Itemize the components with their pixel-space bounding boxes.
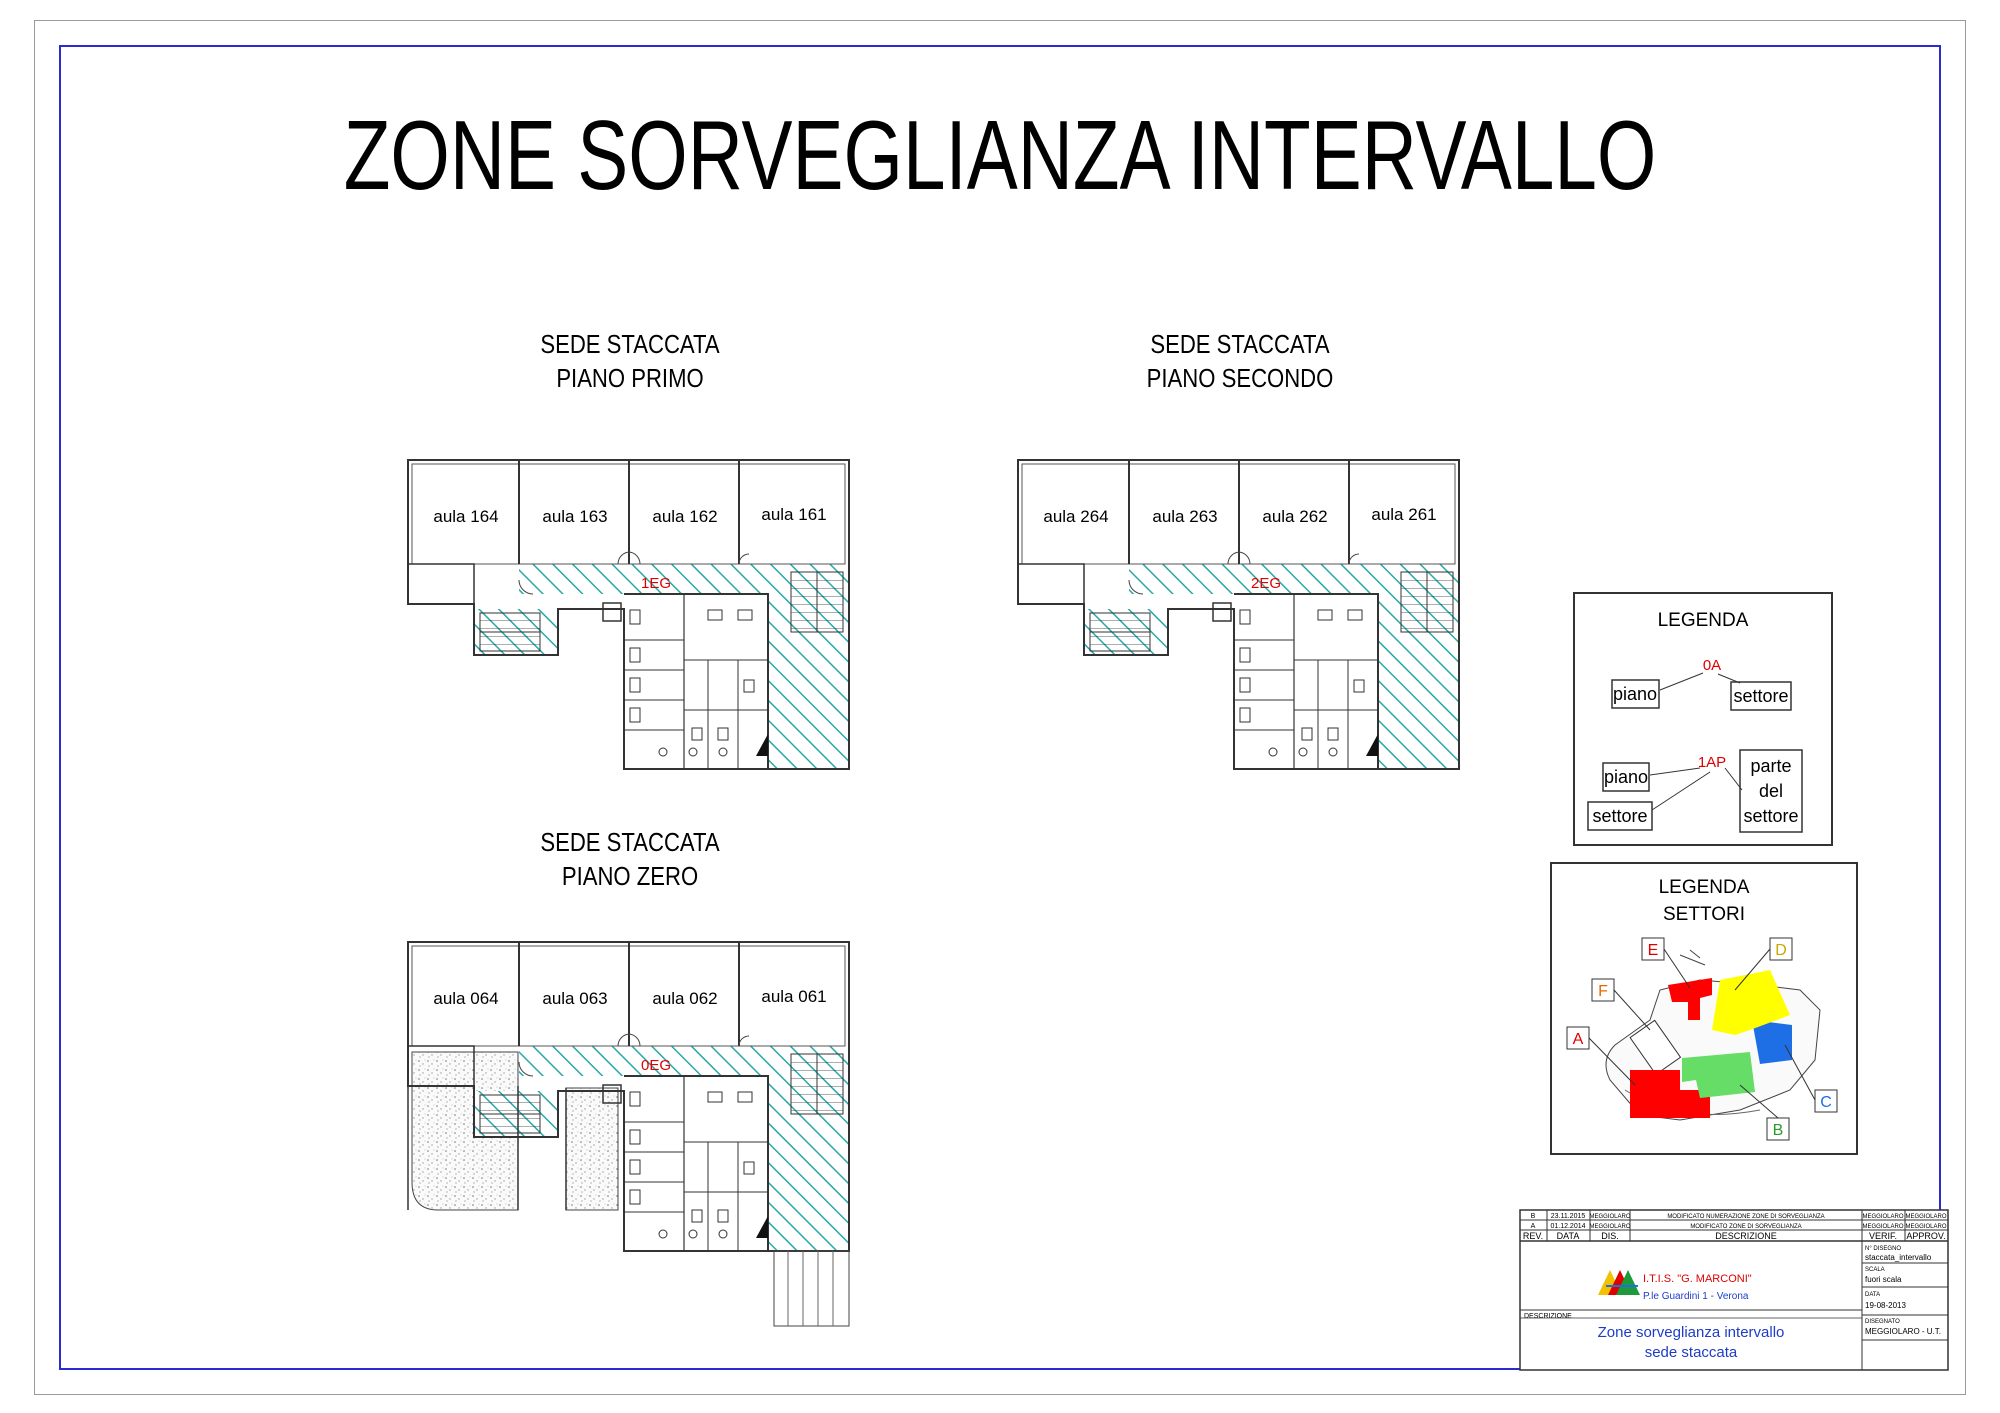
description-line-2: sede staccata: [1645, 1344, 1738, 1361]
page-title: ZONE SORVEGLIANZA INTERVALLO: [343, 100, 1657, 210]
room-label: aula 264: [1043, 507, 1108, 526]
rev-a-dis: MEGGIOLARO: [1589, 1224, 1630, 1230]
sector-e-shape: [1668, 978, 1712, 1020]
plan-title-zero: SEDE STACCATA PIANO ZERO: [503, 825, 758, 893]
legend-settore: settore: [1733, 686, 1788, 706]
legend-parte-3: settore: [1743, 806, 1798, 826]
legend-parte-1: parte: [1750, 756, 1791, 776]
sector-label-a: A: [1573, 1031, 1584, 1048]
disegnato-label: DISEGNATO: [1865, 1319, 1900, 1325]
room-label: aula 161: [761, 505, 826, 524]
legend-code-2: 1AP: [1698, 754, 1726, 771]
legend-parte-2: del: [1759, 781, 1783, 801]
rev-b-date: 23.11.2015: [1551, 1213, 1586, 1220]
rev-b-approv: MEGGIOLARO: [1905, 1214, 1946, 1220]
rev-a: A: [1531, 1223, 1536, 1230]
room-label: aula 163: [542, 507, 607, 526]
legend-settori-box: LEGENDA SETTORI A F E D C B: [1550, 862, 1858, 1155]
zone-label: 0EG: [641, 1057, 671, 1074]
room-label: aula 064: [433, 989, 498, 1008]
legend-piano-2: piano: [1604, 767, 1648, 787]
room-label: aula 261: [1371, 505, 1436, 524]
header-verif: VERIF.: [1869, 1231, 1897, 1241]
legend-settori-title-1: LEGENDA: [1659, 877, 1750, 898]
rev-a-approv: MEGGIOLARO: [1905, 1224, 1946, 1230]
plan-title-line2: PIANO PRIMO: [556, 363, 704, 393]
zone-label: 2EG: [1251, 575, 1281, 592]
rev-b-desc: MODIFICATO NUMERAZIONE ZONE DI SORVEGLIA…: [1667, 1214, 1824, 1220]
legend-box: LEGENDA 0A piano settore 1AP piano setto…: [1573, 592, 1833, 846]
school-name: I.T.I.S. "G. MARCONI": [1643, 1273, 1752, 1285]
header-rev: REV.: [1523, 1231, 1543, 1241]
scala-label: SCALA: [1865, 1267, 1885, 1273]
header-data: DATA: [1557, 1231, 1580, 1241]
sector-d-shape: [1712, 970, 1790, 1035]
sector-label-b: B: [1773, 1122, 1784, 1139]
room-label: aula 061: [761, 987, 826, 1006]
zone-label: 1EG: [641, 575, 671, 592]
description-line-1: Zone sorveglianza intervallo: [1598, 1324, 1785, 1341]
plan-title-line1: SEDE STACCATA: [540, 329, 720, 359]
data-label: DATA: [1865, 1292, 1880, 1298]
outer-frame: [34, 20, 1966, 1395]
sector-a-shape: [1630, 1070, 1710, 1118]
room-label: aula 164: [433, 507, 498, 526]
room-label: aula 062: [652, 989, 717, 1008]
scala-value: fuori scala: [1865, 1275, 1902, 1284]
header-desc: DESCRIZIONE: [1715, 1231, 1777, 1241]
school-logo: [1598, 1270, 1640, 1295]
sector-b-shape: [1682, 1052, 1755, 1098]
plan-title-line1: SEDE STACCATA: [540, 827, 720, 857]
ndisegno-value: staccata_intervallo: [1865, 1253, 1932, 1262]
sector-c-shape: [1752, 1020, 1792, 1064]
floor-plan-zero: [407, 941, 850, 1327]
ndisegno-label: N° DISEGNO: [1865, 1246, 1901, 1252]
plan-title-line2: PIANO ZERO: [561, 861, 699, 891]
sector-label-e: E: [1648, 942, 1659, 959]
disegnato-value: MEGGIOLARO - U.T.: [1865, 1327, 1941, 1336]
legend-settore-2: settore: [1592, 806, 1647, 826]
data-value: 19-08-2013: [1865, 1301, 1906, 1310]
sector-label-d: D: [1775, 942, 1787, 959]
plan-title-primo: SEDE STACCATA PIANO PRIMO: [503, 327, 758, 395]
room-label: aula 063: [542, 989, 607, 1008]
rev-a-verif: MEGGIOLARO: [1862, 1224, 1903, 1230]
plan-title-line2: PIANO SECONDO: [1146, 363, 1334, 393]
rev-b-verif: MEGGIOLARO: [1862, 1214, 1903, 1220]
title-block: B 23.11.2015 MEGGIOLARO MODIFICATO NUMER…: [1519, 1209, 1949, 1371]
legend-code-1: 0A: [1703, 657, 1721, 674]
rev-b: B: [1531, 1213, 1536, 1220]
room-label: aula 263: [1152, 507, 1217, 526]
rev-b-dis: MEGGIOLARO: [1589, 1214, 1630, 1220]
header-approv: APPROV.: [1906, 1231, 1945, 1241]
drawing-frame: [59, 45, 1941, 1370]
descrizione-label: DESCRIZIONE: [1524, 1313, 1572, 1320]
school-address: P.le Guardini 1 - Verona: [1643, 1291, 1749, 1302]
legend-piano: piano: [1613, 684, 1657, 704]
sector-label-c: C: [1820, 1094, 1832, 1111]
plan-title-secondo: SEDE STACCATA PIANO SECONDO: [1113, 327, 1368, 395]
sector-label-f: F: [1598, 983, 1608, 1000]
room-label: aula 262: [1262, 507, 1327, 526]
header-dis: DIS.: [1601, 1231, 1619, 1241]
rev-a-desc: MODIFICATO ZONE DI SORVEGLIANZA: [1690, 1224, 1801, 1230]
rev-a-date: 01.12.2014: [1550, 1223, 1585, 1230]
plan-title-line1: SEDE STACCATA: [1150, 329, 1330, 359]
legend-title: LEGENDA: [1658, 610, 1749, 631]
room-label: aula 162: [652, 507, 717, 526]
legend-settori-title-2: SETTORI: [1663, 904, 1745, 925]
